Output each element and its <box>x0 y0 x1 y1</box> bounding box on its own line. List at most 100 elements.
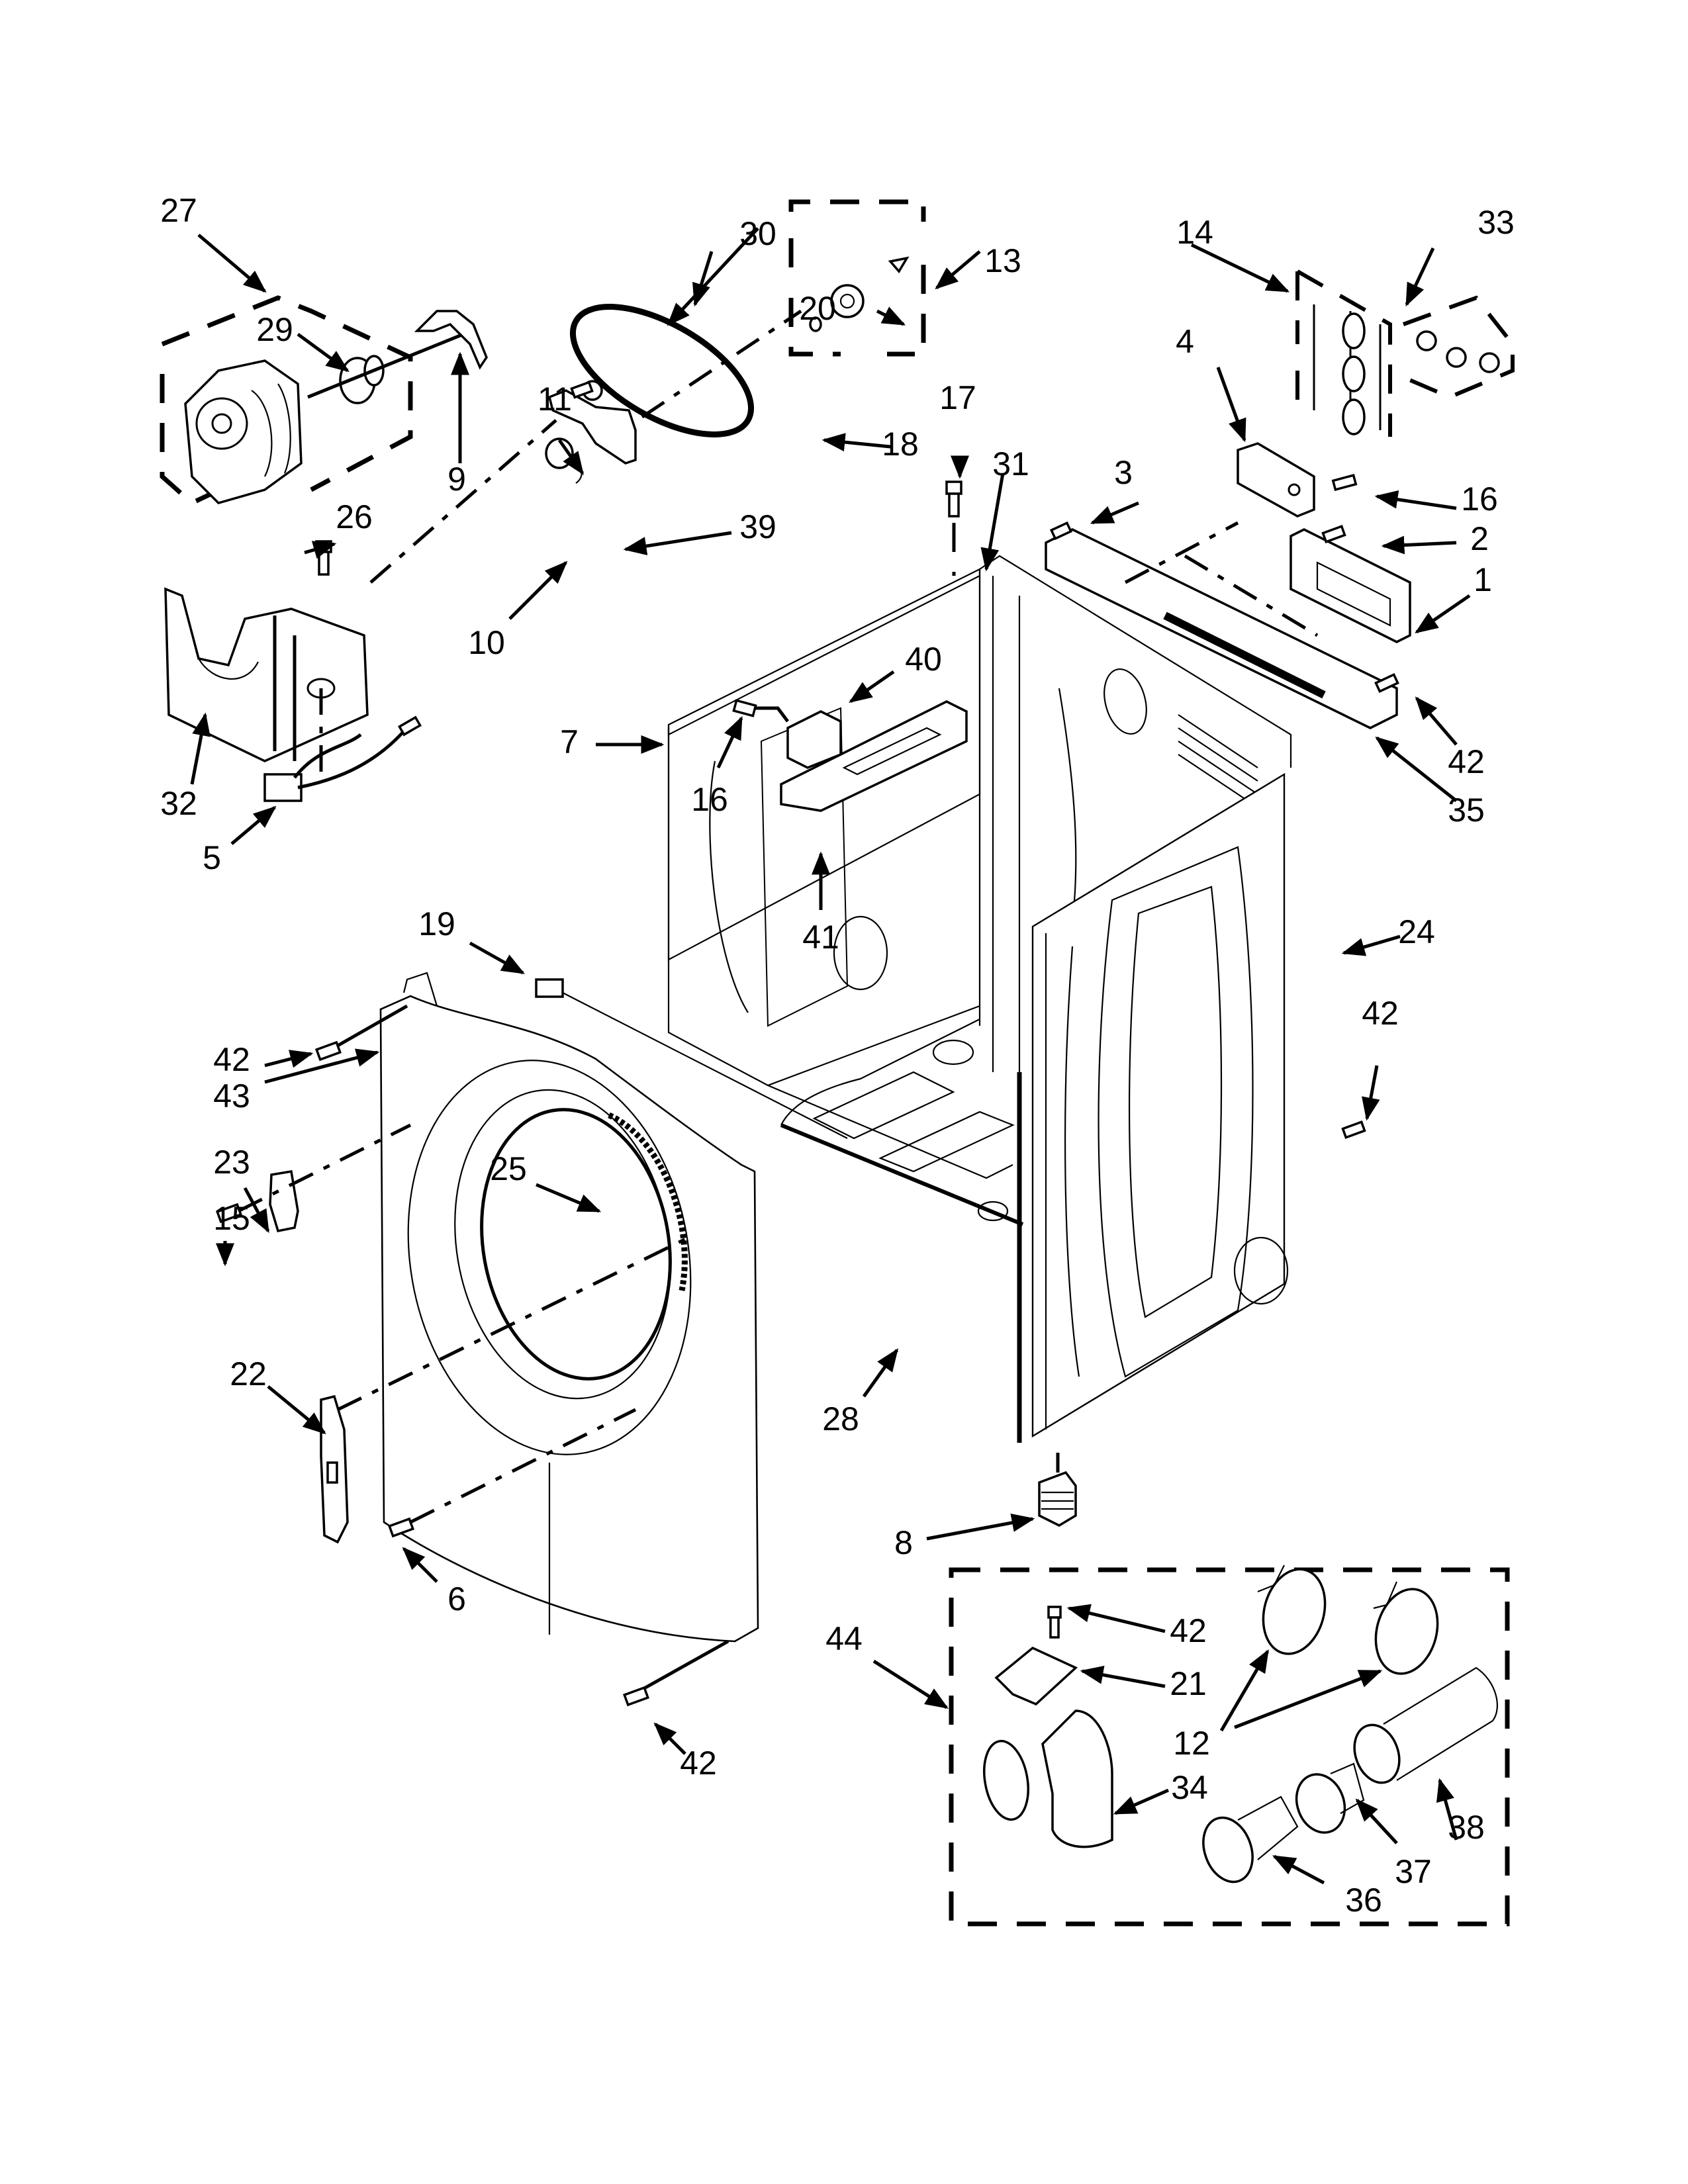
panel-screw-6 <box>387 1517 415 1538</box>
door-switch-connector <box>535 978 848 1139</box>
label-part-38: 38 <box>1448 1809 1485 1846</box>
motor-pulley <box>307 332 464 404</box>
leveling-foot <box>1038 1453 1077 1527</box>
label-part-39: 39 <box>739 508 776 545</box>
label-part-37: 37 <box>1395 1853 1432 1890</box>
label-part-15: 15 <box>213 1200 250 1237</box>
control-bracket-screw-3 <box>1049 521 1073 541</box>
label-part-42-side: 42 <box>1362 995 1399 1032</box>
label-part-3: 3 <box>1114 454 1133 491</box>
motor-mount-bracket <box>164 587 369 762</box>
cabinet-base <box>767 1019 1024 1443</box>
panel-screw-42-bottom <box>622 1639 729 1707</box>
label-part-11: 11 <box>538 381 572 418</box>
top-screw <box>945 480 962 576</box>
label-part-6: 6 <box>447 1580 466 1617</box>
label-part-43: 43 <box>213 1077 250 1115</box>
label-part-21: 21 <box>1170 1665 1207 1702</box>
label-part-4: 4 <box>1176 323 1194 360</box>
label-part-10: 10 <box>468 624 505 661</box>
exhaust-kit-boundary <box>949 1567 1510 1927</box>
pulley-clip <box>888 256 910 273</box>
label-part-14: 14 <box>1176 214 1213 251</box>
label-part-16-console: 16 <box>1461 480 1498 518</box>
label-part-1: 1 <box>1474 561 1492 598</box>
label-part-7: 7 <box>560 723 579 760</box>
vent-clamp <box>1202 1796 1299 1884</box>
label-part-44: 44 <box>825 1620 863 1657</box>
exhaust-hood-2 <box>1373 1581 1439 1675</box>
terminal-screw-16 <box>1331 473 1358 492</box>
side-screw-42 <box>1341 1120 1366 1139</box>
panel-screw-42-top <box>314 1004 408 1062</box>
moisture-sensor-bracket <box>780 700 968 812</box>
top-console-bracket <box>1045 521 1398 729</box>
pulley-washer <box>809 316 822 332</box>
label-part-8: 8 <box>894 1524 913 1561</box>
label-part-5: 5 <box>203 839 221 876</box>
motor-clip <box>414 310 488 370</box>
label-part-26: 26 <box>336 498 373 535</box>
label-part-16-sensor: 16 <box>691 781 728 818</box>
label-part-42-panel-bottom: 42 <box>680 1745 717 1782</box>
label-part-19: 19 <box>418 905 455 942</box>
label-part-29: 29 <box>256 311 293 348</box>
label-part-40: 40 <box>905 641 942 678</box>
lower-hinge <box>320 1394 349 1544</box>
front-panel <box>379 972 759 1643</box>
cover-plate <box>994 1646 1078 1706</box>
label-part-13: 13 <box>984 242 1021 279</box>
vent-coupling <box>1295 1762 1365 1834</box>
elbow-duct <box>983 1709 1113 1848</box>
motor-group-boundary-top <box>161 295 413 492</box>
cabinet-left-side-panel <box>667 728 980 1087</box>
label-part-23: 23 <box>213 1144 250 1181</box>
label-part-9: 9 <box>447 461 466 498</box>
label-part-30: 30 <box>739 215 776 252</box>
bracket-screw-2 <box>1321 525 1346 543</box>
moisture-sensor <box>748 706 842 769</box>
terminal-block <box>1237 442 1315 518</box>
exhaust-hood-1 <box>1257 1565 1327 1655</box>
idler-pulley <box>830 284 865 318</box>
label-part-24: 24 <box>1398 913 1435 950</box>
cabinet-right-side-panel <box>1031 772 1289 1438</box>
idler-pulley-kit <box>788 199 926 357</box>
label-part-20: 20 <box>799 290 836 327</box>
label-part-41: 41 <box>802 919 839 956</box>
idler-assembly <box>369 380 637 584</box>
cover-screw-42 <box>1047 1606 1062 1639</box>
idler-screw <box>570 380 603 401</box>
label-part-18: 18 <box>882 426 919 463</box>
exhaust-kit-group <box>949 1565 1510 1927</box>
label-part-28: 28 <box>822 1400 859 1437</box>
drive-belt <box>569 304 755 437</box>
label-part-33: 33 <box>1477 204 1515 241</box>
upper-hinge <box>269 1169 299 1233</box>
motor-assembly-group <box>160 295 488 506</box>
rail-screw-42 <box>1374 672 1399 694</box>
label-part-32: 32 <box>160 785 197 822</box>
motor-group-boundary <box>160 374 263 506</box>
part-labels: 27 29 9 26 32 5 30 11 39 10 20 18 13 17 … <box>160 192 1515 1919</box>
motor-harness <box>263 688 422 802</box>
label-part-22: 22 <box>230 1355 267 1392</box>
label-part-31: 31 <box>992 445 1029 482</box>
label-part-36: 36 <box>1345 1882 1382 1919</box>
power-cord-block-kit <box>1295 269 1392 437</box>
wire-nut-kit <box>1402 295 1515 400</box>
sensor-screw-16 <box>732 699 757 717</box>
leader-arrows <box>190 227 1471 1885</box>
label-part-2: 2 <box>1470 520 1489 557</box>
label-part-27: 27 <box>160 192 197 229</box>
label-part-34: 34 <box>1171 1769 1208 1806</box>
label-part-42-rail: 42 <box>1448 743 1485 780</box>
label-part-25: 25 <box>490 1150 527 1187</box>
drive-motor <box>184 359 303 504</box>
label-part-42-kit: 42 <box>1170 1612 1207 1649</box>
control-board-bracket <box>1289 528 1411 643</box>
label-part-12: 12 <box>1173 1725 1210 1762</box>
label-part-35: 35 <box>1448 792 1485 829</box>
vent-tube <box>1353 1666 1498 1784</box>
